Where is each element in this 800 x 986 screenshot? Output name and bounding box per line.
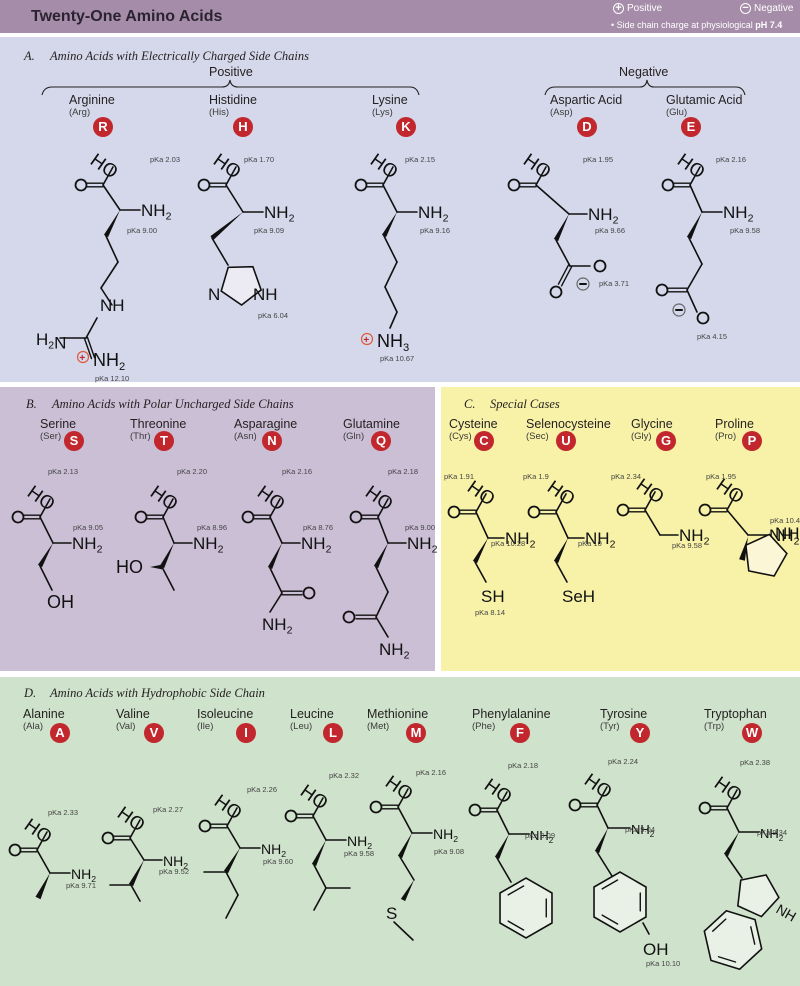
amino-acid-name: Valine [116,707,150,721]
group-negative-label: Negative [619,65,669,79]
amino-acid-cysteine: Cysteine (Cys) [449,417,498,442]
amino-acid-arginine: Arginine (Arg) [69,93,115,118]
amino-acid-name: Phenylalanine [472,707,551,721]
amino-acid-name: Asparagine [234,417,298,431]
one-letter-code-badge: D [577,117,597,137]
amino-acid-tyrosine: Tyrosine (Tyr) [600,707,647,732]
one-letter-code-badge: S [64,431,84,451]
amino-acid-abbr: (Phe) [472,721,496,732]
section-d-title: D.Amino Acids with Hydrophobic Side Chai… [24,686,265,700]
amino-acid-name: Leucine [290,707,334,721]
amino-acid-abbr: (Val) [116,721,136,732]
amino-acid-name: Threonine [130,417,187,431]
amino-acid-abbr: (Leu) [290,721,313,732]
one-letter-code-badge: L [323,723,343,743]
amino-acid-name: Histidine [209,93,257,107]
amino-acid-abbr: (Met) [367,721,390,732]
one-letter-code-badge: M [406,723,426,743]
amino-acid-asparagine: Asparagine (Asn) [234,417,297,442]
section-a-panel: A.Amino Acids with Electrically Charged … [0,37,800,382]
amino-acid-abbr: (Sec) [526,431,549,442]
amino-acid-name: Arginine [69,93,115,107]
amino-acid-abbr: (Thr) [130,431,151,442]
amino-acid-abbr: (His) [209,107,230,118]
section-a-title: A.Amino Acids with Electrically Charged … [24,49,310,63]
amino-acid-abbr: (Ala) [23,721,44,732]
minus-circle-icon: − [740,3,751,14]
one-letter-code-badge: N [262,431,282,451]
amino-acid-name: Isoleucine [197,707,254,721]
amino-acid-name: Glutamine [343,417,400,431]
amino-acid-abbr: (Ser) [40,431,62,442]
group-positive-label: Positive [209,65,253,79]
amino-acid-glutamine: Glutamine (Gln) [343,417,400,442]
one-letter-code-badge: T [154,431,174,451]
amino-acid-alanine: Alanine (Ala) [23,707,65,732]
one-letter-code-badge: E [681,117,701,137]
amino-acid-name: Lysine [372,93,408,107]
one-letter-code-badge: F [510,723,530,743]
legend-positive: + Positive [613,3,662,14]
amino-acid-lysine: Lysine (Lys) [372,93,408,118]
amino-acid-threonine: Threonine (Thr) [130,417,186,442]
header-bar: Twenty-One Amino Acids + Positive − Nega… [0,0,800,33]
amino-acid-abbr: (Ile) [197,721,214,732]
amino-acid-name: Glutamic Acid [666,93,743,107]
one-letter-code-badge: P [742,431,762,451]
amino-acid-name: Alanine [23,707,65,721]
amino-acid-abbr: (Trp) [704,721,725,732]
amino-acid-phenylalanine: Phenylalanine (Phe) [472,707,551,732]
amino-acid-valine: Valine (Val) [116,707,150,732]
amino-acid-abbr: (Arg) [69,107,91,118]
amino-acid-methionine: Methionine (Met) [367,707,428,732]
amino-acid-isoleucine: Isoleucine (Ile) [197,707,253,732]
amino-acid-glutamic-acid: Glutamic Acid (Glu) [666,93,742,118]
one-letter-code-badge: I [236,723,256,743]
legend-negative: − Negative [740,3,793,14]
amino-acid-name: Tryptophan [704,707,767,721]
one-letter-code-badge: G [656,431,676,451]
one-letter-code-badge: U [556,431,576,451]
amino-acid-name: Selenocysteine [526,417,611,431]
amino-acid-leucine: Leucine (Leu) [290,707,334,732]
one-letter-code-badge: C [474,431,494,451]
one-letter-code-badge: K [396,117,416,137]
one-letter-code-badge: Y [630,723,650,743]
amino-acid-proline: Proline (Pro) [715,417,754,442]
amino-acid-name: Proline [715,417,754,431]
amino-acid-abbr: (Asn) [234,431,257,442]
amino-acid-serine: Serine (Ser) [40,417,76,442]
amino-acid-histidine: Histidine (His) [209,93,257,118]
section-c-title: C.Special Cases [464,397,560,411]
legend-note: • Side chain charge at physiological pH … [611,20,783,30]
plus-circle-icon: + [613,3,624,14]
one-letter-code-badge: V [144,723,164,743]
amino-acid-abbr: (Gly) [631,431,652,442]
one-letter-code-badge: A [50,723,70,743]
one-letter-code-badge: H [233,117,253,137]
amino-acid-abbr: (Gln) [343,431,365,442]
amino-acid-abbr: (Tyr) [600,721,620,732]
amino-acid-selenocysteine: Selenocysteine (Sec) [526,417,611,442]
amino-acid-name: Cysteine [449,417,498,431]
amino-acid-aspartic-acid: Aspartic Acid (Asp) [550,93,622,118]
group-brackets [41,79,746,96]
amino-acid-name: Tyrosine [600,707,648,721]
amino-acid-abbr: (Pro) [715,431,737,442]
amino-acid-abbr: (Asp) [550,107,573,118]
one-letter-code-badge: Q [371,431,391,451]
amino-acid-name: Glycine [631,417,673,431]
one-letter-code-badge: W [742,723,762,743]
amino-acid-name: Methionine [367,707,429,721]
amino-acid-abbr: (Cys) [449,431,472,442]
amino-acid-name: Serine [40,417,77,431]
amino-acid-name: Aspartic Acid [550,93,623,107]
section-b-title: B.Amino Acids with Polar Uncharged Side … [26,397,294,411]
amino-acid-abbr: (Lys) [372,107,393,118]
one-letter-code-badge: R [93,117,113,137]
amino-acid-tryptophan: Tryptophan (Trp) [704,707,767,732]
amino-acid-glycine: Glycine (Gly) [631,417,673,442]
amino-acid-abbr: (Glu) [666,107,688,118]
page-title: Twenty-One Amino Acids [31,8,223,25]
